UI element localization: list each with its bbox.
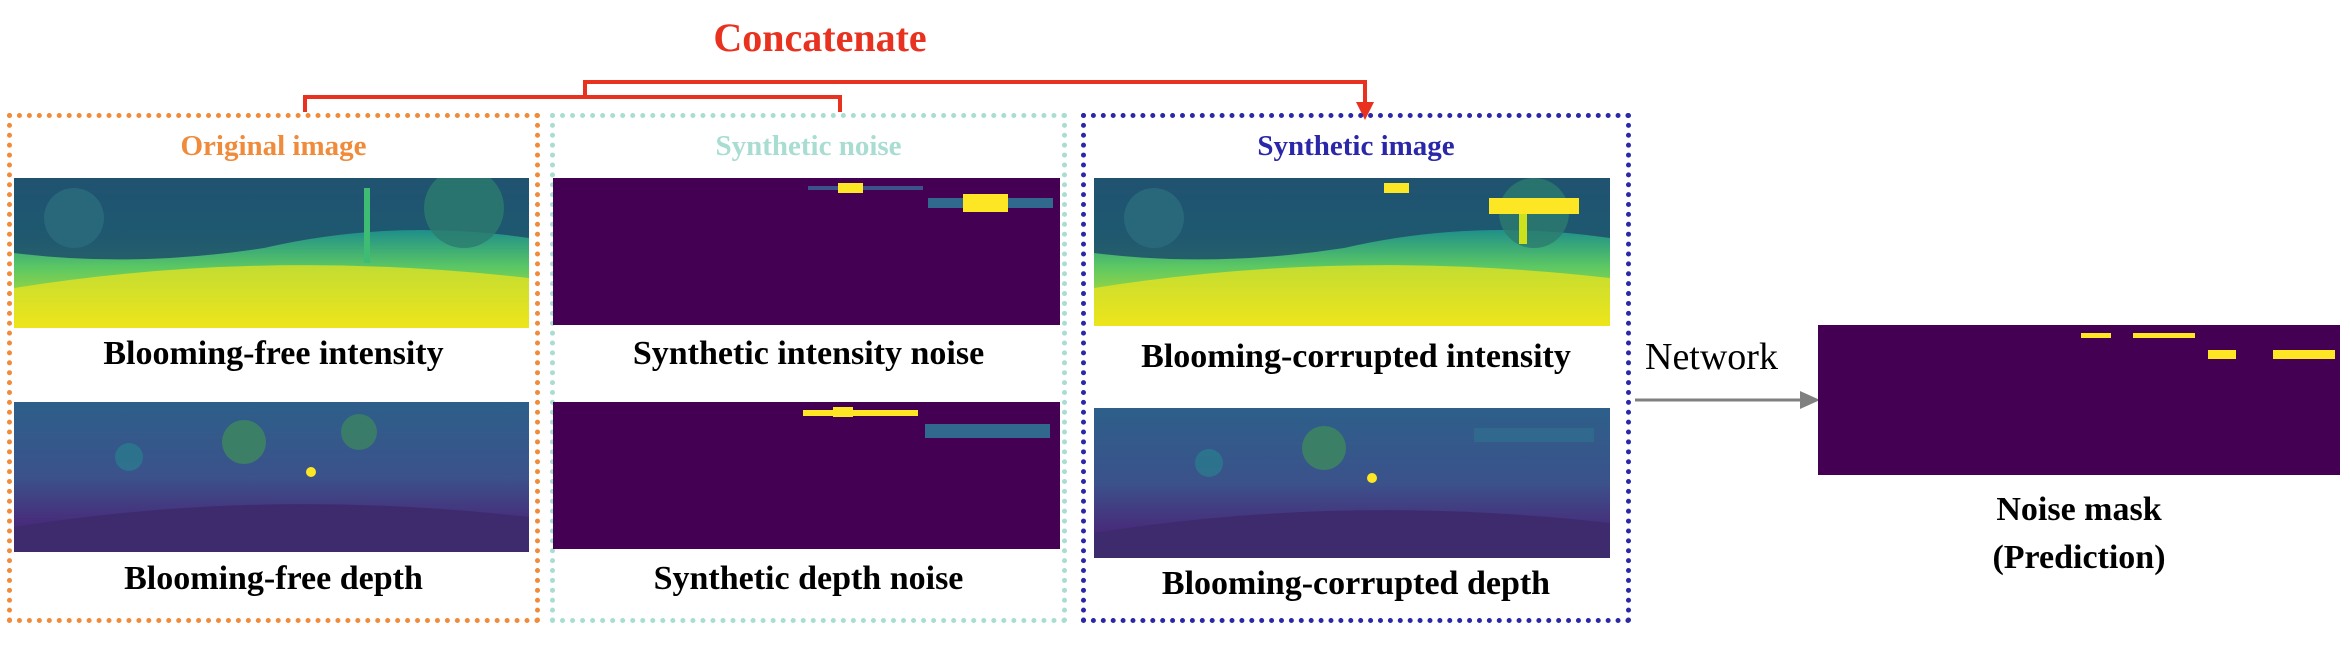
blooming-corrupted-depth-caption: Blooming-corrupted depth <box>1161 565 1551 602</box>
noise-mask-caption-line2: (Prediction) <box>1992 539 2166 576</box>
original-image-panel <box>7 113 540 623</box>
synthetic-intensity-noise-caption: Synthetic intensity noise <box>632 335 985 372</box>
blooming-corrupted-intensity-image <box>1094 178 1610 326</box>
synthetic-image-panel <box>1081 113 1631 623</box>
blooming-corrupted-depth-image <box>1094 408 1610 558</box>
synthetic-noise-panel <box>550 113 1067 623</box>
original-image-title: Original image <box>180 130 367 162</box>
noise-mask-image <box>1818 325 2340 475</box>
synthetic-noise-title: Synthetic noise <box>715 130 902 162</box>
network-label: Network <box>1645 336 1778 378</box>
blooming-free-depth-image <box>14 402 529 552</box>
bracket-to-synthetic <box>583 80 1367 105</box>
synthetic-depth-noise-image <box>553 402 1060 549</box>
concatenate-arrowhead <box>1356 102 1374 120</box>
noise-mask-caption: Noise mask (Prediction) <box>1818 486 2340 582</box>
concatenate-title: Concatenate <box>713 15 927 60</box>
network-arrow <box>1635 391 1820 409</box>
synthetic-depth-noise-caption: Synthetic depth noise <box>653 560 964 597</box>
concatenate-brackets <box>303 80 1374 120</box>
blooming-corrupted-intensity-caption: Blooming-corrupted intensity <box>1141 338 1571 375</box>
noise-mask-caption-line1: Noise mask <box>1996 491 2162 528</box>
synthetic-intensity-noise-image <box>553 178 1060 325</box>
bracket-original-noise <box>303 95 842 112</box>
blooming-free-intensity-caption: Blooming-free intensity <box>103 335 444 372</box>
blooming-free-intensity-image <box>14 178 529 328</box>
blooming-free-depth-caption: Blooming-free depth <box>124 560 423 597</box>
synthetic-image-title: Synthetic image <box>1257 130 1455 162</box>
